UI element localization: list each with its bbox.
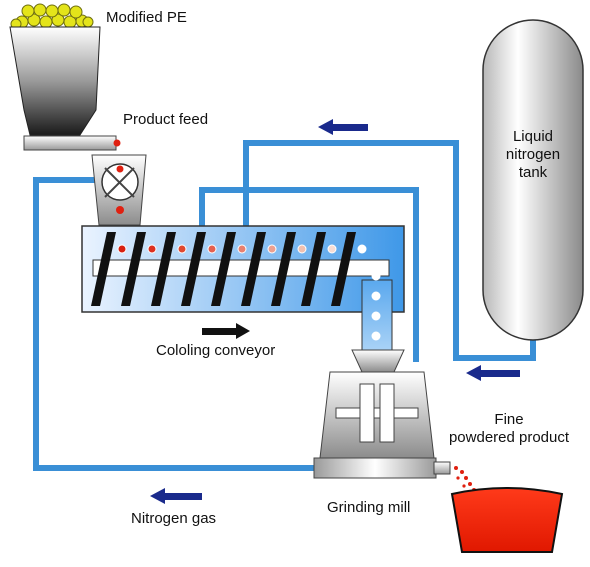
mill-outlet-pipe: [433, 461, 451, 475]
mill-base: [313, 457, 437, 479]
grinding-mill: [313, 349, 451, 479]
hopper-body: [9, 26, 101, 136]
product-bowl: [450, 487, 564, 553]
label-product-feed: Product feed: [123, 111, 209, 128]
label-grinding-mill: Grinding mill: [327, 499, 411, 516]
feed-pipe-particle: [113, 139, 121, 147]
nitrogen-gas-return-line: [33, 177, 315, 471]
label-nitrogen-gas: Nitrogen gas: [131, 510, 217, 527]
mill-bar-top: [335, 407, 419, 419]
hopper: [9, 3, 121, 151]
arrow-top-left-icon: [318, 119, 368, 135]
mill-rotor-left: [359, 383, 375, 443]
nitrogen-line-tank-to-mill: [243, 140, 536, 361]
flow-arrows: [150, 119, 520, 504]
screw-flights: [91, 232, 356, 306]
liquid-nitrogen-tank: [482, 19, 584, 341]
label-tank-line-3: tank: [518, 164, 548, 181]
label-fine-line-1: Fine: [494, 411, 524, 428]
label-tank-line-2: nitrogen: [505, 146, 561, 163]
label-cooling-conveyor: Cololing conveyor: [156, 342, 276, 359]
nitrogen-line-tank-to-conveyor: [199, 187, 419, 362]
label-liquid-nitrogen-tank: Liquid nitrogen tank: [493, 128, 573, 182]
pellets: [10, 3, 94, 30]
label-modified-pe: Modified PE: [106, 9, 187, 26]
label-tank-line-1: Liquid: [512, 128, 554, 145]
cooling-conveyor: [81, 225, 405, 351]
label-fine-line-2: powdered product: [448, 429, 570, 446]
label-fine-powdered-product: Fine powdered product: [432, 411, 586, 447]
arrow-nitrogen-gas-icon: [150, 488, 202, 504]
nitrogen-lines: [33, 140, 536, 471]
feed-pipe: [23, 135, 117, 151]
arrow-into-tank-line-icon: [466, 365, 520, 381]
arrow-conveyor-direction-icon: [202, 323, 250, 339]
mill-inlet: [351, 349, 405, 373]
conveyor-particles: [117, 244, 381, 341]
mill-rotor-right: [379, 383, 395, 443]
rotary-feeder: [91, 154, 147, 226]
